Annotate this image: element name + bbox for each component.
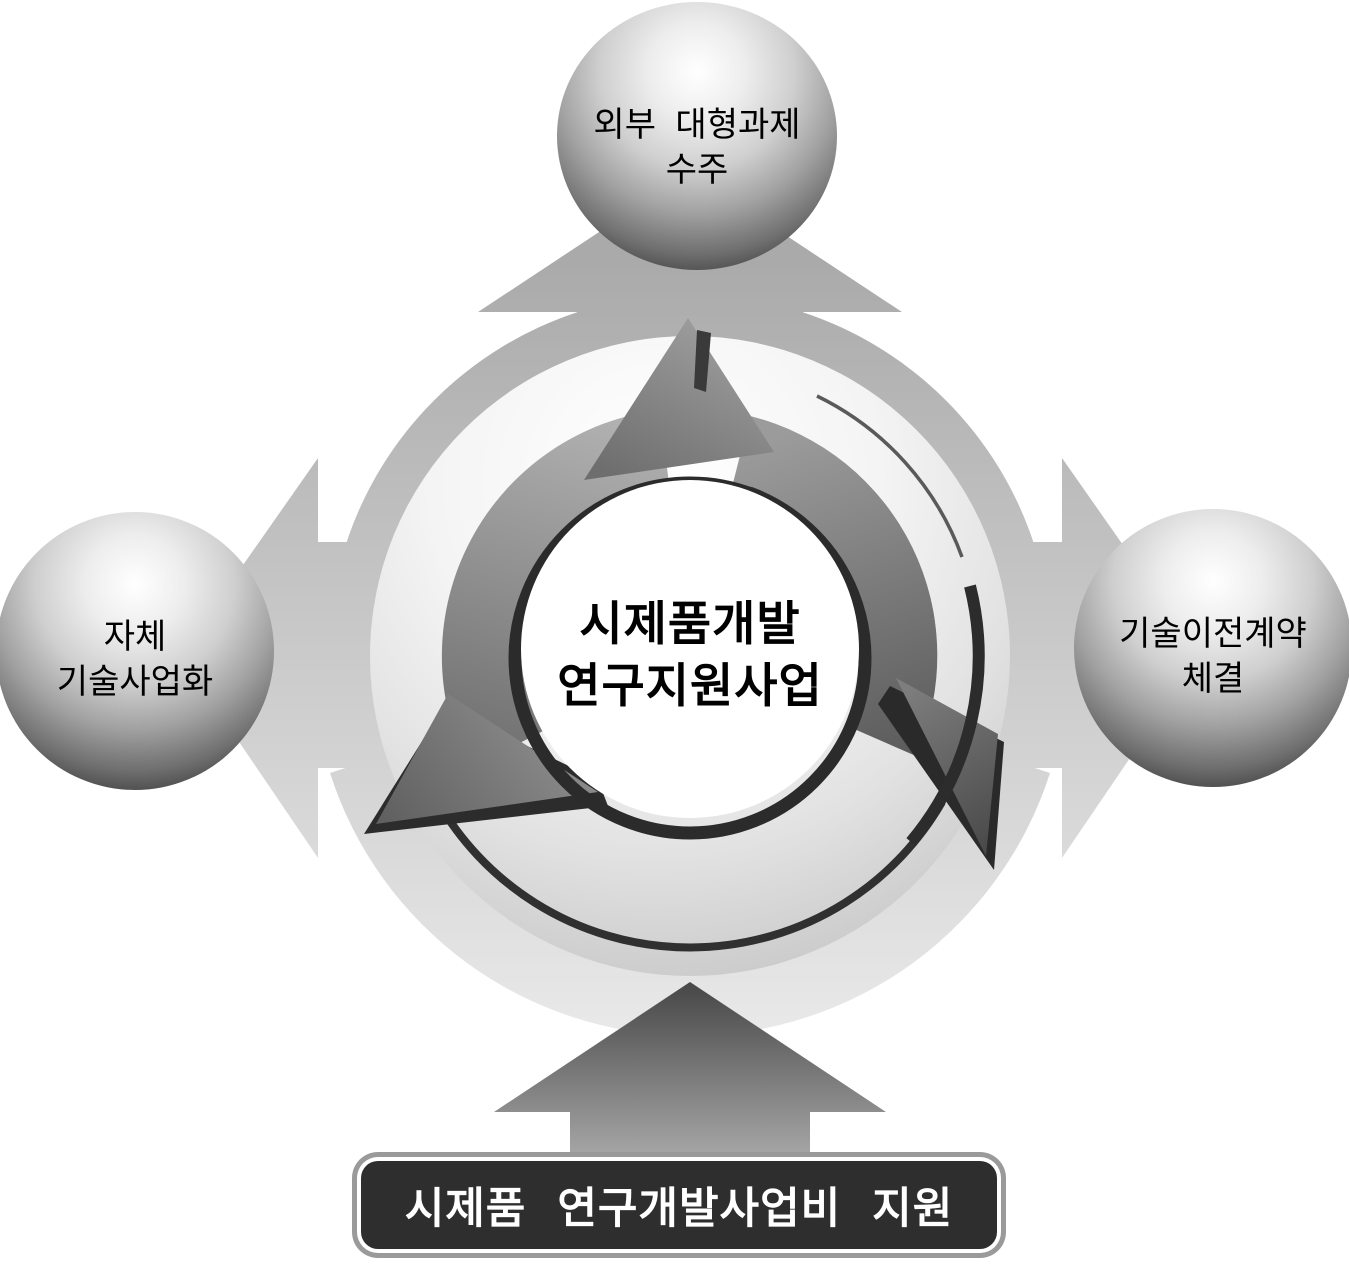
cycle-head-top-notch xyxy=(694,330,711,392)
node-right-label: 기술이전계약 체결 xyxy=(1119,615,1307,698)
cycle-head-top xyxy=(584,318,774,480)
hub-label: 시제품개발 연구지원사업 xyxy=(557,596,823,712)
arrow-bottom-up xyxy=(494,982,886,1162)
disk-crease-bottom xyxy=(434,799,946,952)
node-right-sphere: 기술이전계약 체결 xyxy=(1074,509,1349,787)
cycle-band-right xyxy=(731,416,938,756)
bottom-banner-body: 시제품 연구개발사업비 지원 xyxy=(361,1161,997,1249)
arrow-left xyxy=(180,458,378,858)
node-left-label: 자체 기술사업화 xyxy=(56,618,214,701)
bottom-banner-border-gap: 시제품 연구개발사업비 지원 xyxy=(357,1157,1001,1253)
node-top-label: 외부 대형과제 수주 xyxy=(593,106,801,189)
hub-circle xyxy=(521,480,859,818)
cycle-head-left xyxy=(376,694,598,824)
bottom-banner: 시제품 연구개발사업비 지원 xyxy=(352,1152,1006,1258)
disk-crease-upper-right xyxy=(816,394,964,558)
node-left-sphere: 자체 기술사업화 xyxy=(0,512,274,790)
node-top-sphere: 외부 대형과제 수주 xyxy=(557,2,837,270)
arrow-up xyxy=(478,172,902,380)
ring-flare-south xyxy=(330,745,1050,1036)
bottom-banner-label: 시제품 연구개발사업비 지원 xyxy=(404,1185,954,1233)
disk-crease-right xyxy=(906,584,985,846)
